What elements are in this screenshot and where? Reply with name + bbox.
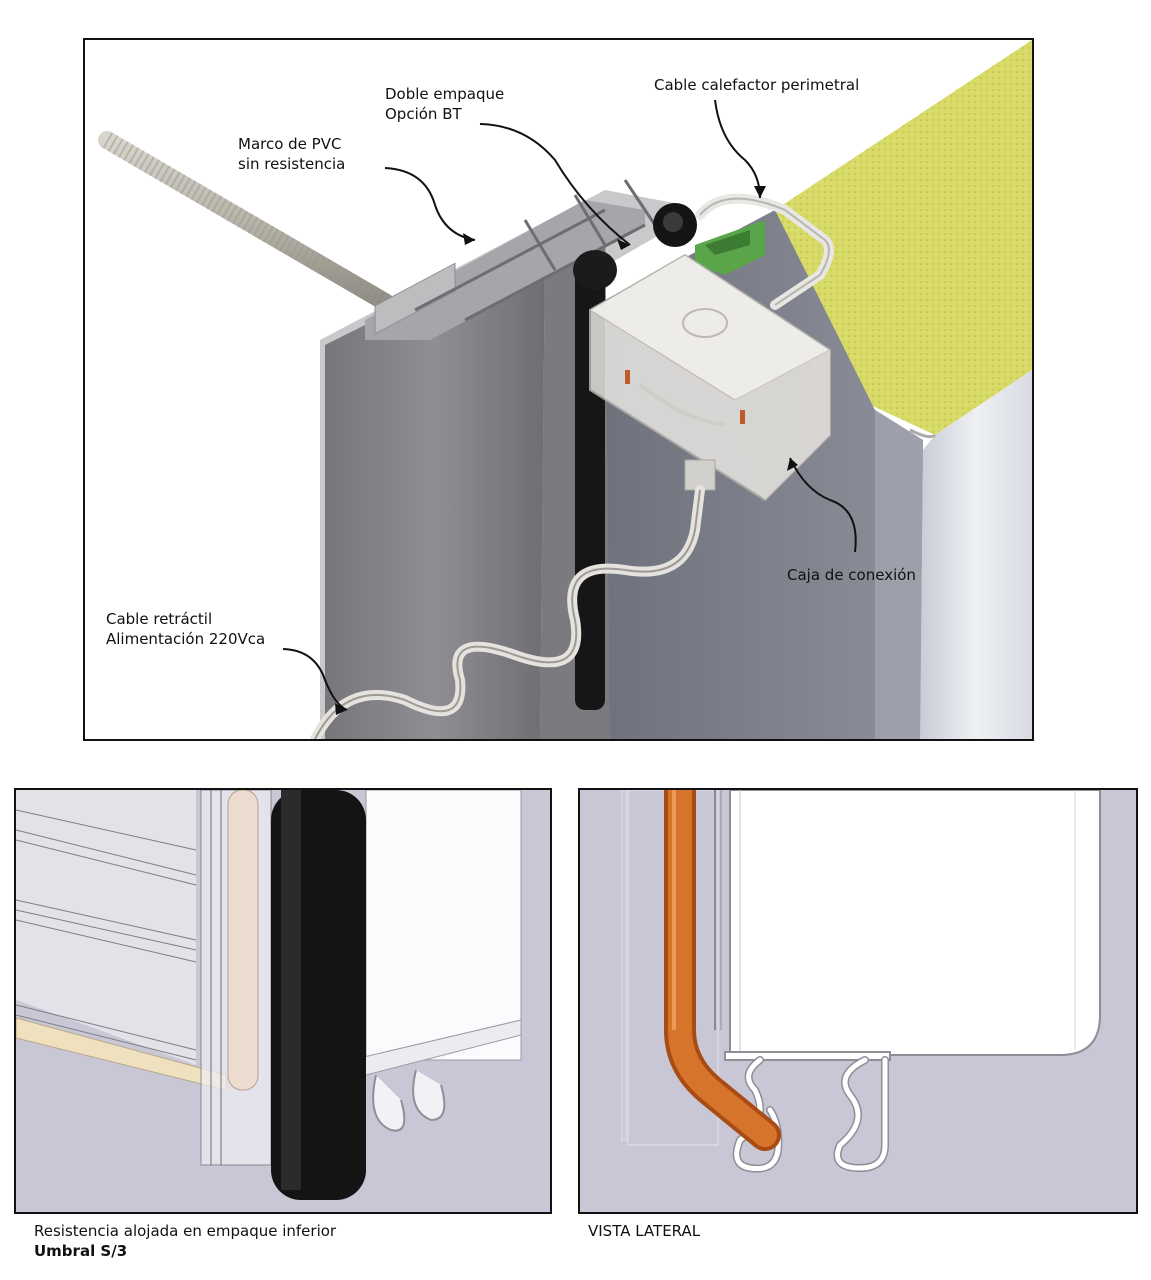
lower-gasket-detail xyxy=(16,790,522,1200)
label-doble-line1: Doble empaque xyxy=(385,85,505,103)
bottom-right-detail-panel xyxy=(578,788,1138,1214)
door-frame-illustration xyxy=(98,40,1032,739)
label-retractil-line2: Alimentación 220Vca xyxy=(106,630,266,648)
caption-bottom-left-line1: Resistencia alojada en empaque inferior xyxy=(34,1222,337,1240)
arrow-marco xyxy=(384,167,476,241)
arrow-caja xyxy=(789,457,857,553)
perimeter-heater-cable xyxy=(695,193,834,310)
label-marco-line1: Marco de PVC xyxy=(238,135,342,153)
caption-bottom-left-line2: Umbral S/3 xyxy=(34,1242,128,1260)
callout-arrows xyxy=(282,99,857,711)
label-doble-line2: Opción BT xyxy=(385,105,462,123)
label-cable-calefactor: Cable calefactor perimetral xyxy=(654,76,860,94)
label-caja: Caja de conexión xyxy=(787,566,916,584)
threaded-rod xyxy=(98,131,394,311)
bottom-left-detail-panel xyxy=(14,788,552,1214)
label-marco-line2: sin resistencia xyxy=(238,155,346,173)
label-retractil-line1: Cable retráctil xyxy=(106,610,213,628)
arrow-retractil xyxy=(282,648,348,711)
caption-bottom-right: VISTA LATERAL xyxy=(588,1222,701,1240)
arrow-doble xyxy=(479,123,631,246)
pvc-frame xyxy=(320,179,685,739)
retractile-cable xyxy=(310,485,705,739)
main-illustration-panel: Marco de PVC sin resistencia Doble empaq… xyxy=(83,38,1034,741)
insulation-panel xyxy=(775,40,1032,739)
arrow-heads xyxy=(335,186,798,715)
side-view-detail xyxy=(621,790,1101,1173)
arrow-cable-calefactor xyxy=(714,99,761,199)
green-clip xyxy=(695,220,765,275)
junction-box xyxy=(589,253,831,502)
